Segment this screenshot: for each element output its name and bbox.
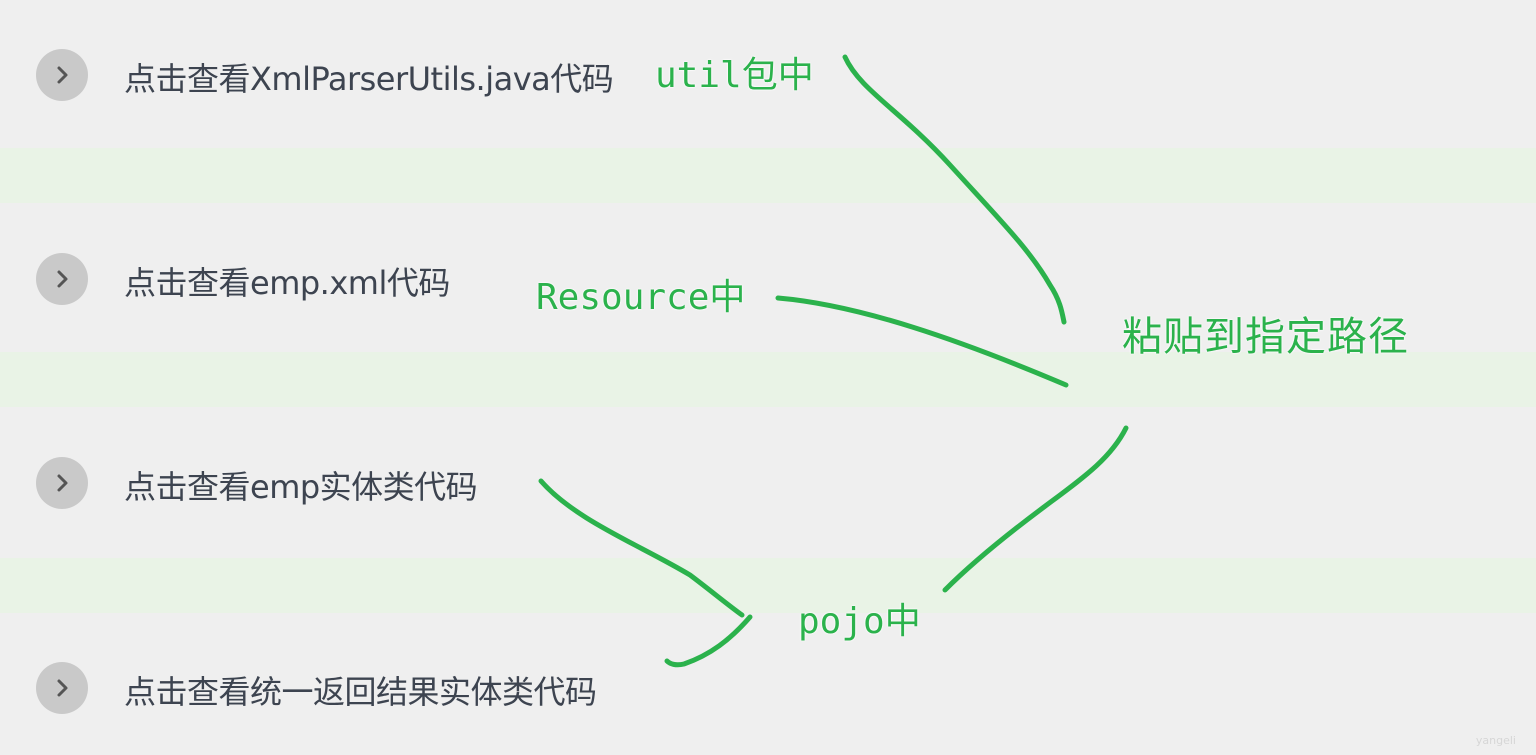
separator-band: [0, 148, 1536, 203]
annotation-resource: Resource中: [536, 277, 746, 318]
collapse-item-label[interactable]: 点击查看XmlParserUtils.java代码: [124, 60, 614, 98]
chevron-right-icon[interactable]: [36, 253, 88, 305]
chevron-right-icon[interactable]: [36, 662, 88, 714]
annotation-util-package: util包中: [655, 55, 814, 96]
annotation-paste-target: 粘贴到指定路径: [1122, 314, 1409, 360]
collapse-item-xmlparserutils[interactable]: 点击查看XmlParserUtils.java代码: [0, 40, 900, 110]
chevron-right-icon[interactable]: [36, 49, 88, 101]
separator-band: [0, 558, 1536, 613]
collapse-item-label[interactable]: 点击查看emp.xml代码: [124, 264, 450, 302]
separator-band: [0, 352, 1536, 407]
watermark: yangeli: [1475, 734, 1516, 747]
collapse-item-result-entity[interactable]: 点击查看统一返回结果实体类代码: [0, 653, 900, 723]
chevron-right-icon[interactable]: [36, 457, 88, 509]
collapse-item-label[interactable]: 点击查看统一返回结果实体类代码: [124, 673, 597, 711]
annotation-pojo: pojo中: [798, 601, 921, 642]
collapse-item-label[interactable]: 点击查看emp实体类代码: [124, 468, 478, 506]
collapse-item-emp-entity[interactable]: 点击查看emp实体类代码: [0, 448, 900, 518]
collapse-item-emp-xml[interactable]: 点击查看emp.xml代码: [0, 244, 900, 314]
